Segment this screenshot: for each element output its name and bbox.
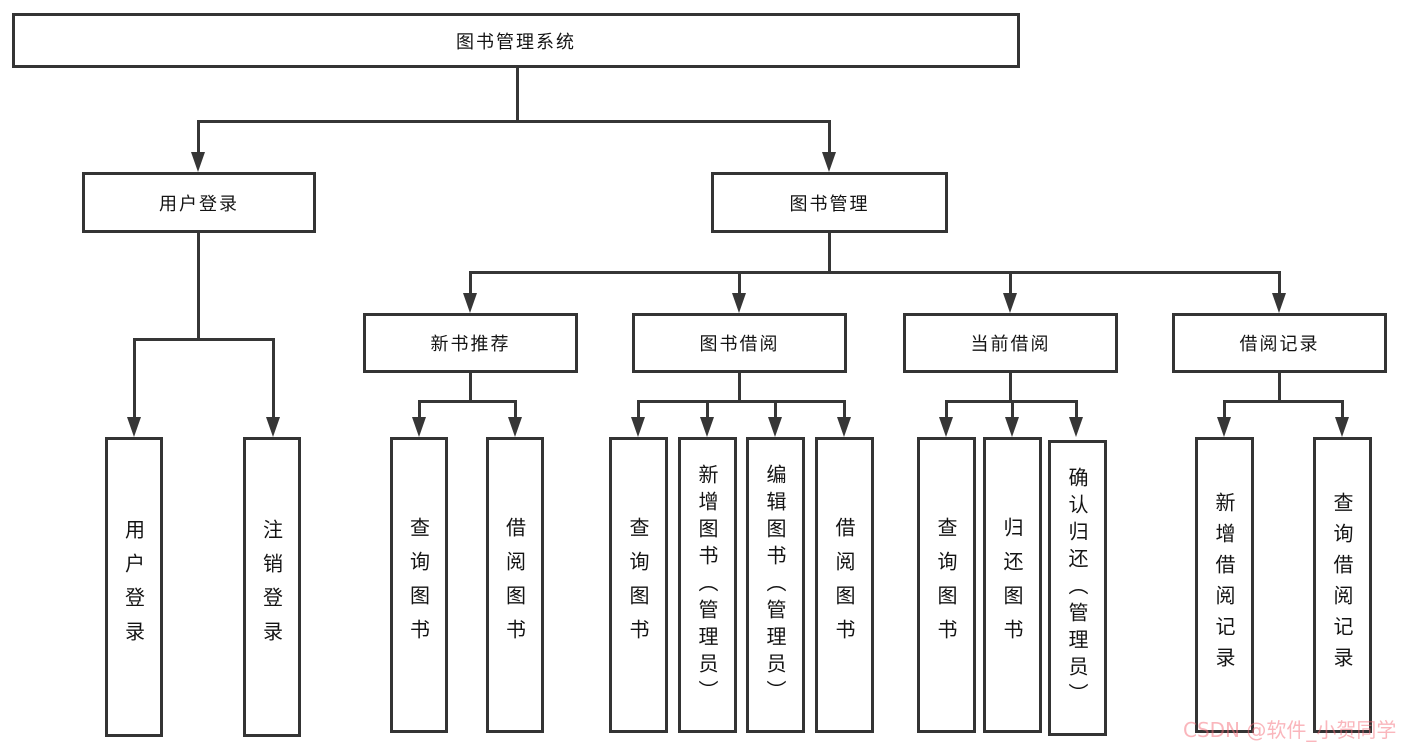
connector-line <box>197 233 200 338</box>
connector-line <box>197 120 831 123</box>
arrow-down-icon <box>1069 417 1083 437</box>
connector-line <box>1278 271 1281 294</box>
leaf-query-books: 查询图书 <box>390 437 448 733</box>
arrow-down-icon <box>412 417 426 437</box>
connector-line <box>828 120 831 154</box>
arrow-down-icon <box>631 417 645 437</box>
connector-line <box>1341 400 1344 418</box>
connector-line <box>514 400 517 418</box>
connector-line <box>133 338 136 418</box>
arrow-down-icon <box>1005 417 1019 437</box>
arrow-down-icon <box>700 417 714 437</box>
connector-line <box>1075 400 1078 418</box>
connector-line <box>197 120 200 154</box>
connector-line <box>272 338 275 418</box>
connector-line <box>1011 400 1014 418</box>
connector-line <box>828 233 831 271</box>
connector-line <box>706 400 709 418</box>
node-book-mgmt: 图书管理 <box>711 172 948 233</box>
node-root: 图书管理系统 <box>12 13 1020 68</box>
arrow-down-icon <box>1335 417 1349 437</box>
leaf-return-books: 归还图书 <box>983 437 1042 733</box>
connector-line <box>637 400 640 418</box>
connector-line <box>133 338 275 341</box>
arrow-down-icon <box>1217 417 1231 437</box>
connector-line <box>1278 373 1281 400</box>
connector-line <box>516 68 519 120</box>
connector-line <box>843 400 846 418</box>
connector-line <box>418 400 517 403</box>
connector-line <box>738 271 741 294</box>
leaf-query-books: 查询图书 <box>609 437 668 733</box>
leaf-add-book-admin: 新增图书（管理员） <box>678 437 737 733</box>
arrow-down-icon <box>939 417 953 437</box>
arrow-down-icon <box>508 417 522 437</box>
leaf-edit-book-admin: 编辑图书（管理员） <box>746 437 805 733</box>
arrow-down-icon <box>463 293 477 313</box>
leaf-logout: 注销登录 <box>243 437 301 737</box>
connector-line <box>945 400 948 418</box>
arrow-down-icon <box>822 152 836 172</box>
leaf-borrow-books: 借阅图书 <box>815 437 874 733</box>
arrow-down-icon <box>1003 293 1017 313</box>
arrow-down-icon <box>266 417 280 437</box>
connector-line <box>637 400 844 403</box>
csdn-watermark: CSDN @软件_小贺同学 <box>1183 718 1397 742</box>
node-user-login: 用户登录 <box>82 172 316 233</box>
leaf-borrow-books: 借阅图书 <box>486 437 544 733</box>
arrow-down-icon <box>732 293 746 313</box>
leaf-add-borrow-record: 新增借阅记录 <box>1195 437 1254 733</box>
arrow-down-icon <box>768 417 782 437</box>
leaf-confirm-return-admin: 确认归还（管理员） <box>1048 440 1107 736</box>
arrow-down-icon <box>837 417 851 437</box>
node-records: 借阅记录 <box>1172 313 1387 373</box>
connector-line <box>469 271 472 294</box>
leaf-query-borrow-record: 查询借阅记录 <box>1313 437 1372 733</box>
connector-line <box>738 373 741 400</box>
connector-line <box>1009 271 1012 294</box>
connector-line <box>1009 373 1012 400</box>
node-current: 当前借阅 <box>903 313 1118 373</box>
node-recommend: 新书推荐 <box>363 313 578 373</box>
connector-line <box>418 400 421 418</box>
connector-line <box>1223 400 1343 403</box>
node-borrow: 图书借阅 <box>632 313 847 373</box>
arrow-down-icon <box>191 152 205 172</box>
leaf-query-books: 查询图书 <box>917 437 976 733</box>
arrow-down-icon <box>1272 293 1286 313</box>
connector-line <box>469 271 1281 274</box>
connector-line <box>469 373 472 400</box>
connector-line <box>1223 400 1226 418</box>
connector-line <box>774 400 777 418</box>
leaf-user-login: 用户登录 <box>105 437 163 737</box>
arrow-down-icon <box>127 417 141 437</box>
